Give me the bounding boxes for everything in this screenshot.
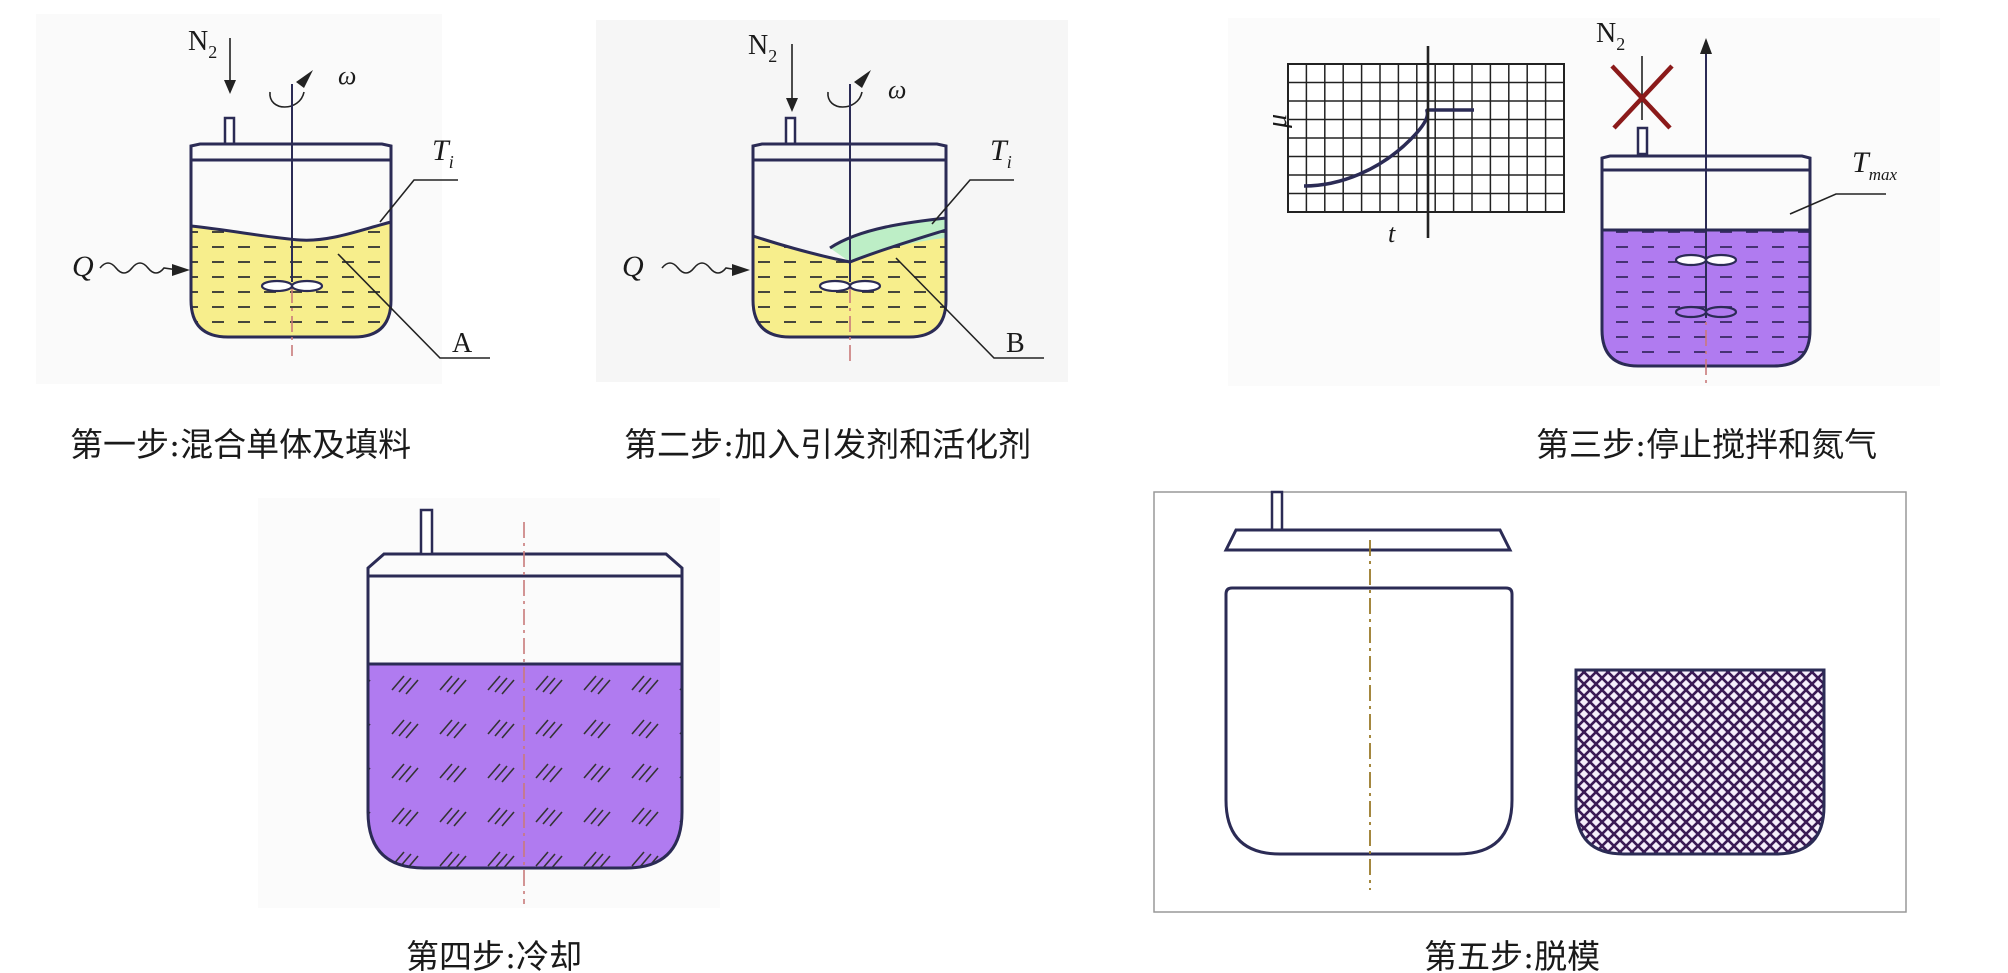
step-4-caption: 第四步:冷却: [406, 937, 582, 973]
stirrer-icon: [1674, 253, 1738, 319]
gas-label: N2: [748, 30, 777, 66]
vessel-body: [366, 576, 684, 870]
temperature-label: Ti: [990, 134, 1012, 172]
step-1-diagram: N2 ω Q Ti A 第一步:混合单体及填料: [36, 14, 490, 464]
step-4-diagram: 第四步:冷却: [258, 498, 720, 973]
x-axis-label: t: [1388, 219, 1396, 248]
y-axis-label: μ: [1262, 114, 1293, 129]
temperature-leader-line: [931, 179, 1014, 225]
vessel-lid: [1223, 528, 1513, 552]
step-5-caption: 第五步:脱模: [1424, 937, 1600, 973]
heat-label: Q: [72, 250, 94, 283]
gas-inlet-pipe: [1636, 126, 1649, 156]
heat-label: Q: [622, 250, 644, 283]
step-3-caption: 第三步:停止搅拌和氮气: [1536, 425, 1877, 464]
solid-hatch: [368, 664, 682, 868]
stirrer-icon: [818, 279, 882, 293]
step-2-caption: 第二步:加入引发剂和活化剂: [624, 425, 1031, 464]
empty-vessel: [1224, 586, 1514, 856]
gas-inlet-pipe: [223, 116, 236, 146]
mixture-leader-line: [895, 257, 1044, 359]
temperature-leader-line: [1789, 193, 1886, 215]
initiator-surface: [829, 216, 947, 250]
arrow-head-icon: [1700, 38, 1712, 54]
liquid-surface: [190, 220, 392, 242]
demolded-part: [1574, 668, 1826, 856]
temperature-label: Tmax: [1852, 146, 1897, 184]
gas-inlet-pipe: [784, 116, 797, 146]
rotation-label: ω: [888, 75, 906, 104]
temperature-leader-line: [379, 179, 458, 223]
viscosity-curve-chart: [1287, 63, 1565, 213]
gas-inlet-pipe: [419, 508, 434, 556]
stop-cross-icon: [1610, 64, 1674, 130]
arrow-head-icon: [172, 264, 190, 276]
vessel-lid: [366, 552, 684, 578]
gas-inlet-pipe: [1270, 490, 1284, 532]
arrow-head-icon: [732, 264, 750, 276]
step-2-diagram: N2 ω Q Ti B 第二步:加入引发剂和活化剂: [596, 20, 1068, 464]
mixture-label: B: [1006, 328, 1025, 359]
step-3-diagram: μ t N2 Tmax 第三步:停止搅拌和氮气: [1228, 18, 1940, 464]
vessel-lid: [751, 142, 948, 162]
gas-label: N2: [188, 26, 217, 62]
step-1-caption: 第一步:混合单体及填料: [70, 425, 411, 464]
heat-wave-arrow-icon: [99, 262, 179, 274]
stirrer-icon: [260, 279, 324, 293]
vessel-lid: [189, 142, 393, 162]
vessel-lid: [1600, 154, 1812, 172]
rotation-arrow-icon: [827, 91, 863, 108]
heat-wave-arrow-icon: [661, 262, 739, 274]
rotation-arrow-icon: [269, 91, 305, 108]
mixture-leader-line: [337, 253, 490, 359]
rotation-label: ω: [338, 61, 356, 90]
arrow-head-icon: [224, 80, 236, 94]
step-5-diagram: 第五步:脱模: [1153, 490, 1907, 973]
temperature-label: Ti: [432, 134, 454, 172]
arrow-head-icon: [786, 98, 798, 112]
mixture-label: A: [452, 328, 473, 359]
vessel-body: [189, 160, 393, 339]
arrow-head-icon: [296, 70, 313, 88]
initiator-layer: [830, 218, 946, 262]
gas-label: N2: [1596, 18, 1625, 54]
arrow-head-icon: [854, 70, 871, 88]
